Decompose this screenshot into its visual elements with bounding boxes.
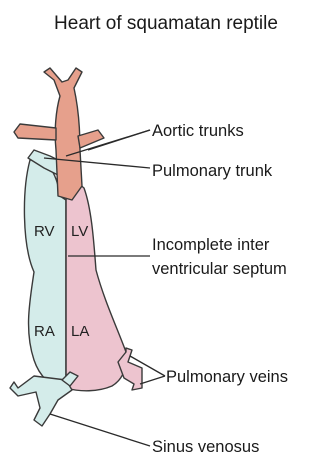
label-septum-line2: ventricular septum bbox=[152, 260, 287, 278]
label-ra: RA bbox=[34, 323, 55, 340]
diagram-title: Heart of squamatan reptile bbox=[54, 13, 278, 34]
label-pulmonary-trunk: Pulmonary trunk bbox=[152, 162, 273, 180]
label-rv: RV bbox=[34, 223, 55, 240]
leader-sinus-venosus bbox=[50, 414, 150, 446]
label-lv: LV bbox=[71, 223, 88, 240]
left-heart-body bbox=[66, 178, 126, 391]
label-pulmonary-veins: Pulmonary veins bbox=[166, 368, 288, 386]
label-aortic-trunks: Aortic trunks bbox=[152, 122, 244, 140]
label-septum-line1: Incomplete inter bbox=[152, 236, 270, 254]
label-sinus-venosus: Sinus venosus bbox=[152, 438, 259, 455]
aortic-branch-left bbox=[14, 124, 56, 140]
label-la: LA bbox=[71, 323, 89, 340]
leader-pulmonary-vein-2 bbox=[140, 376, 165, 384]
